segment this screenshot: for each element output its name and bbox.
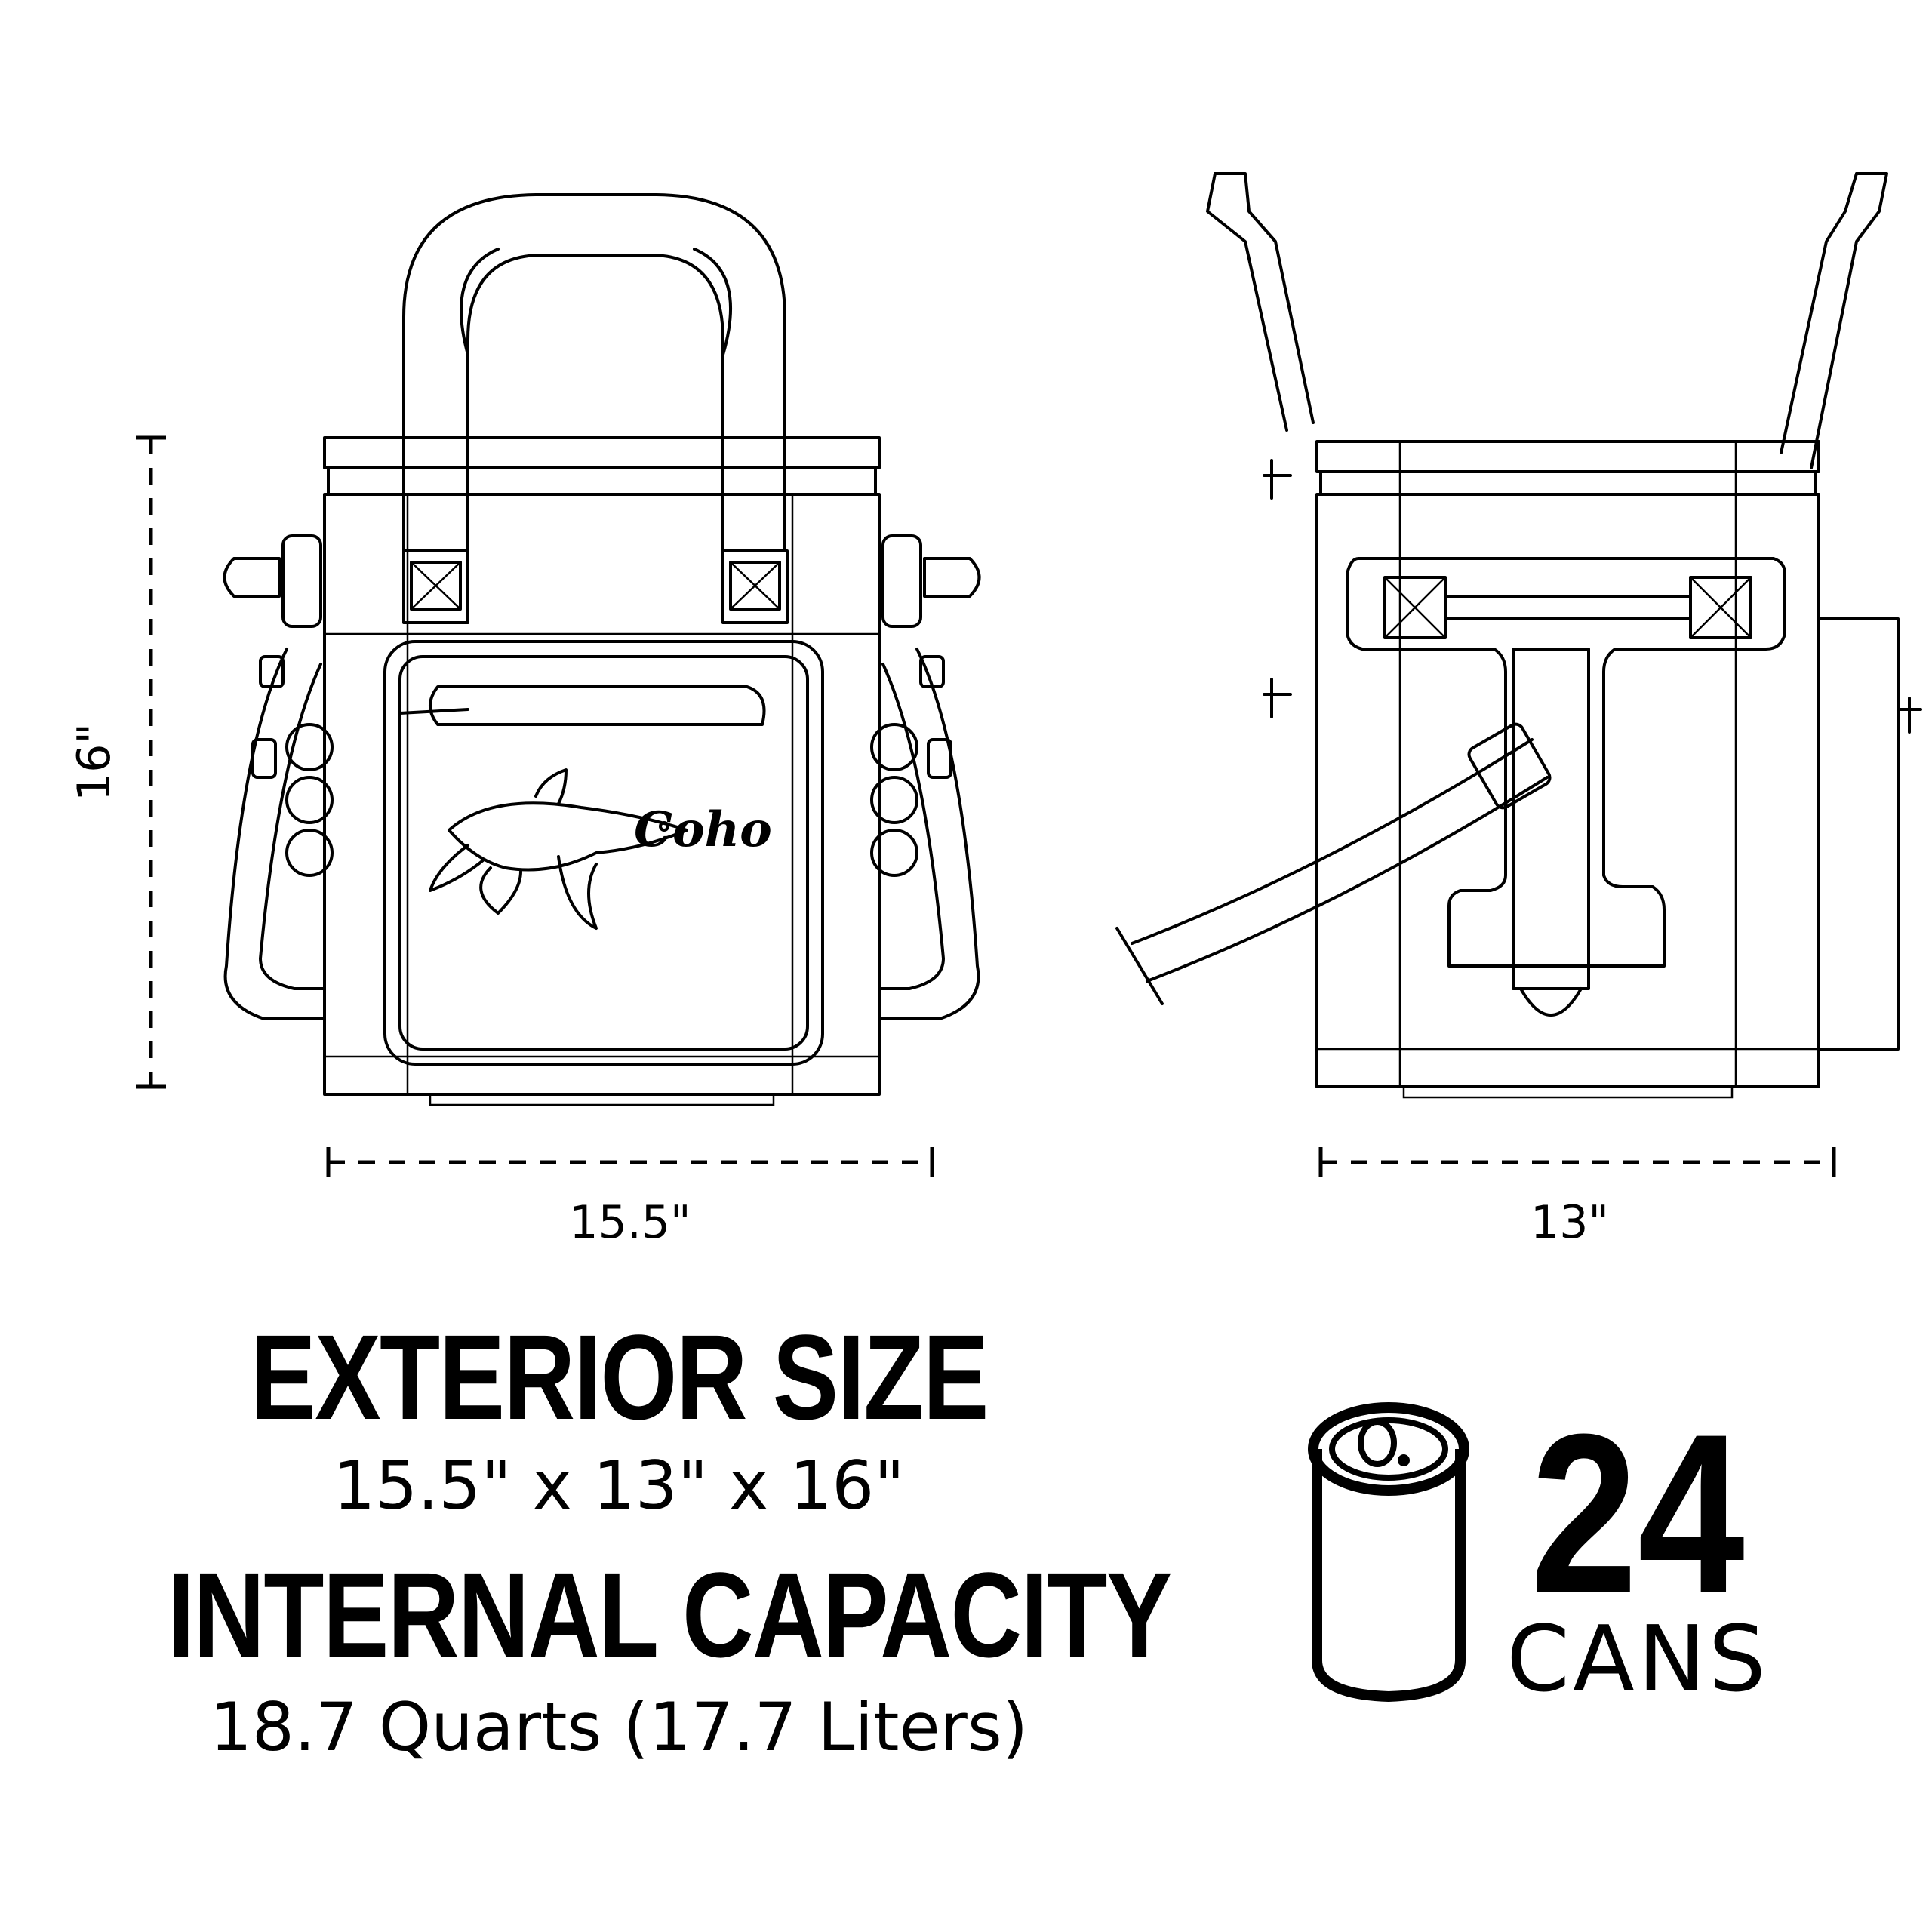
side-pocket xyxy=(1817,617,1922,1051)
side-shoulder-strap xyxy=(1115,722,1552,1005)
exterior-size-value: 15.5" x 13" x 16" xyxy=(333,1447,905,1524)
front-side-straps xyxy=(223,534,981,1020)
side-width-dimension-label: 13" xyxy=(1531,1196,1609,1249)
exterior-size-heading: EXTERIOR SIZE xyxy=(250,1309,989,1444)
internal-capacity-heading: INTERNAL CAPACITY xyxy=(167,1547,1172,1682)
cans-count: 24 xyxy=(1531,1386,1745,1640)
can-icon xyxy=(1308,1402,1469,1702)
front-width-dimension-label: 15.5" xyxy=(569,1196,691,1249)
coho-logo-text: Coho xyxy=(634,801,772,858)
side-back-panel xyxy=(1346,557,1786,1017)
internal-capacity-value: 18.7 Quarts (17.7 Liters) xyxy=(209,1688,1029,1766)
front-width-dimension-line xyxy=(326,1147,934,1177)
side-lid xyxy=(1315,440,1820,496)
front-pocket xyxy=(383,640,824,1066)
front-handle xyxy=(402,193,786,552)
side-view-drawing xyxy=(1115,172,1922,1099)
side-width-dimension-line xyxy=(1318,1147,1836,1177)
front-body xyxy=(323,493,881,1106)
height-dimension-line xyxy=(136,435,166,1089)
front-lid xyxy=(323,436,881,496)
front-view-drawing xyxy=(223,193,981,1106)
fish-logo-icon xyxy=(429,768,688,930)
side-clips xyxy=(1263,459,1292,718)
side-raised-handles xyxy=(1206,172,1888,469)
height-dimension-label: 16" xyxy=(68,723,121,801)
cans-label: CANS xyxy=(1506,1607,1769,1712)
side-body xyxy=(1315,441,1820,1099)
front-strap-anchors xyxy=(402,549,789,624)
